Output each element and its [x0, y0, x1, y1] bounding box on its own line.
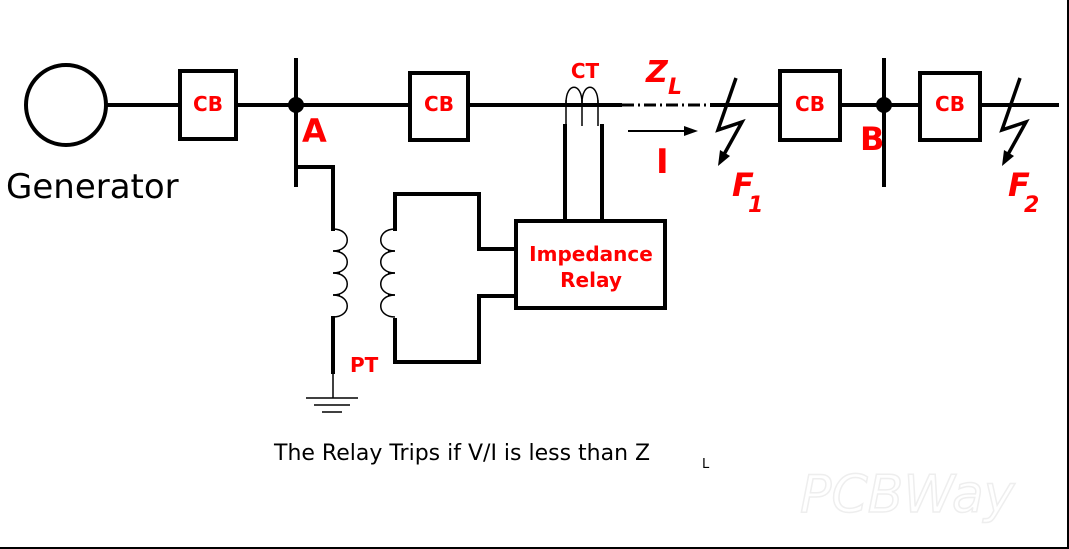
circuit-breaker-3: CB — [778, 69, 842, 142]
svg-text:Z: Z — [645, 55, 669, 90]
potential-transformer: PT — [294, 165, 518, 413]
impedance-relay: Impedance Relay — [514, 219, 667, 310]
fault-f1-label: F 1 — [732, 166, 763, 218]
circuit-breaker-1: CB — [178, 69, 238, 141]
watermark-logo: PCBWay — [800, 465, 1016, 525]
svg-text:The Relay Trips if V/I is less: The Relay Trips if V/I is less than Z — [273, 441, 650, 466]
generator-label: Generator — [6, 167, 179, 207]
current-transformer: CT — [563, 59, 604, 222]
svg-text:L: L — [668, 75, 682, 100]
current-arrow: I — [628, 126, 698, 182]
fault-f2-label: F 2 — [1008, 166, 1039, 218]
svg-text:A: A — [302, 112, 327, 150]
svg-text:Relay: Relay — [560, 268, 622, 292]
svg-text:PT: PT — [350, 353, 379, 377]
svg-text:Impedance: Impedance — [529, 242, 653, 266]
svg-text:2: 2 — [1024, 193, 1039, 218]
svg-text:L: L — [702, 457, 710, 472]
generator-symbol — [24, 63, 108, 147]
svg-text:F: F — [1008, 166, 1030, 204]
svg-text:CT: CT — [571, 59, 600, 83]
svg-text:CB: CB — [795, 92, 825, 116]
svg-text:CB: CB — [193, 92, 223, 116]
bus-b: B — [860, 58, 892, 187]
svg-text:CB: CB — [935, 92, 965, 116]
svg-text:CB: CB — [424, 92, 454, 116]
circuit-breaker-4: CB — [918, 71, 982, 142]
svg-text:I: I — [656, 142, 669, 182]
line-impedance-label: Z L — [645, 55, 682, 100]
svg-text:B: B — [860, 120, 884, 158]
svg-text:F: F — [732, 166, 754, 204]
circuit-breaker-2: CB — [408, 71, 470, 142]
fault-f1-icon — [715, 77, 746, 166]
bus-a: A — [288, 58, 327, 187]
svg-text:1: 1 — [748, 193, 763, 218]
caption: The Relay Trips if V/I is less than Z L — [273, 441, 710, 472]
fault-f2-icon — [999, 77, 1030, 166]
